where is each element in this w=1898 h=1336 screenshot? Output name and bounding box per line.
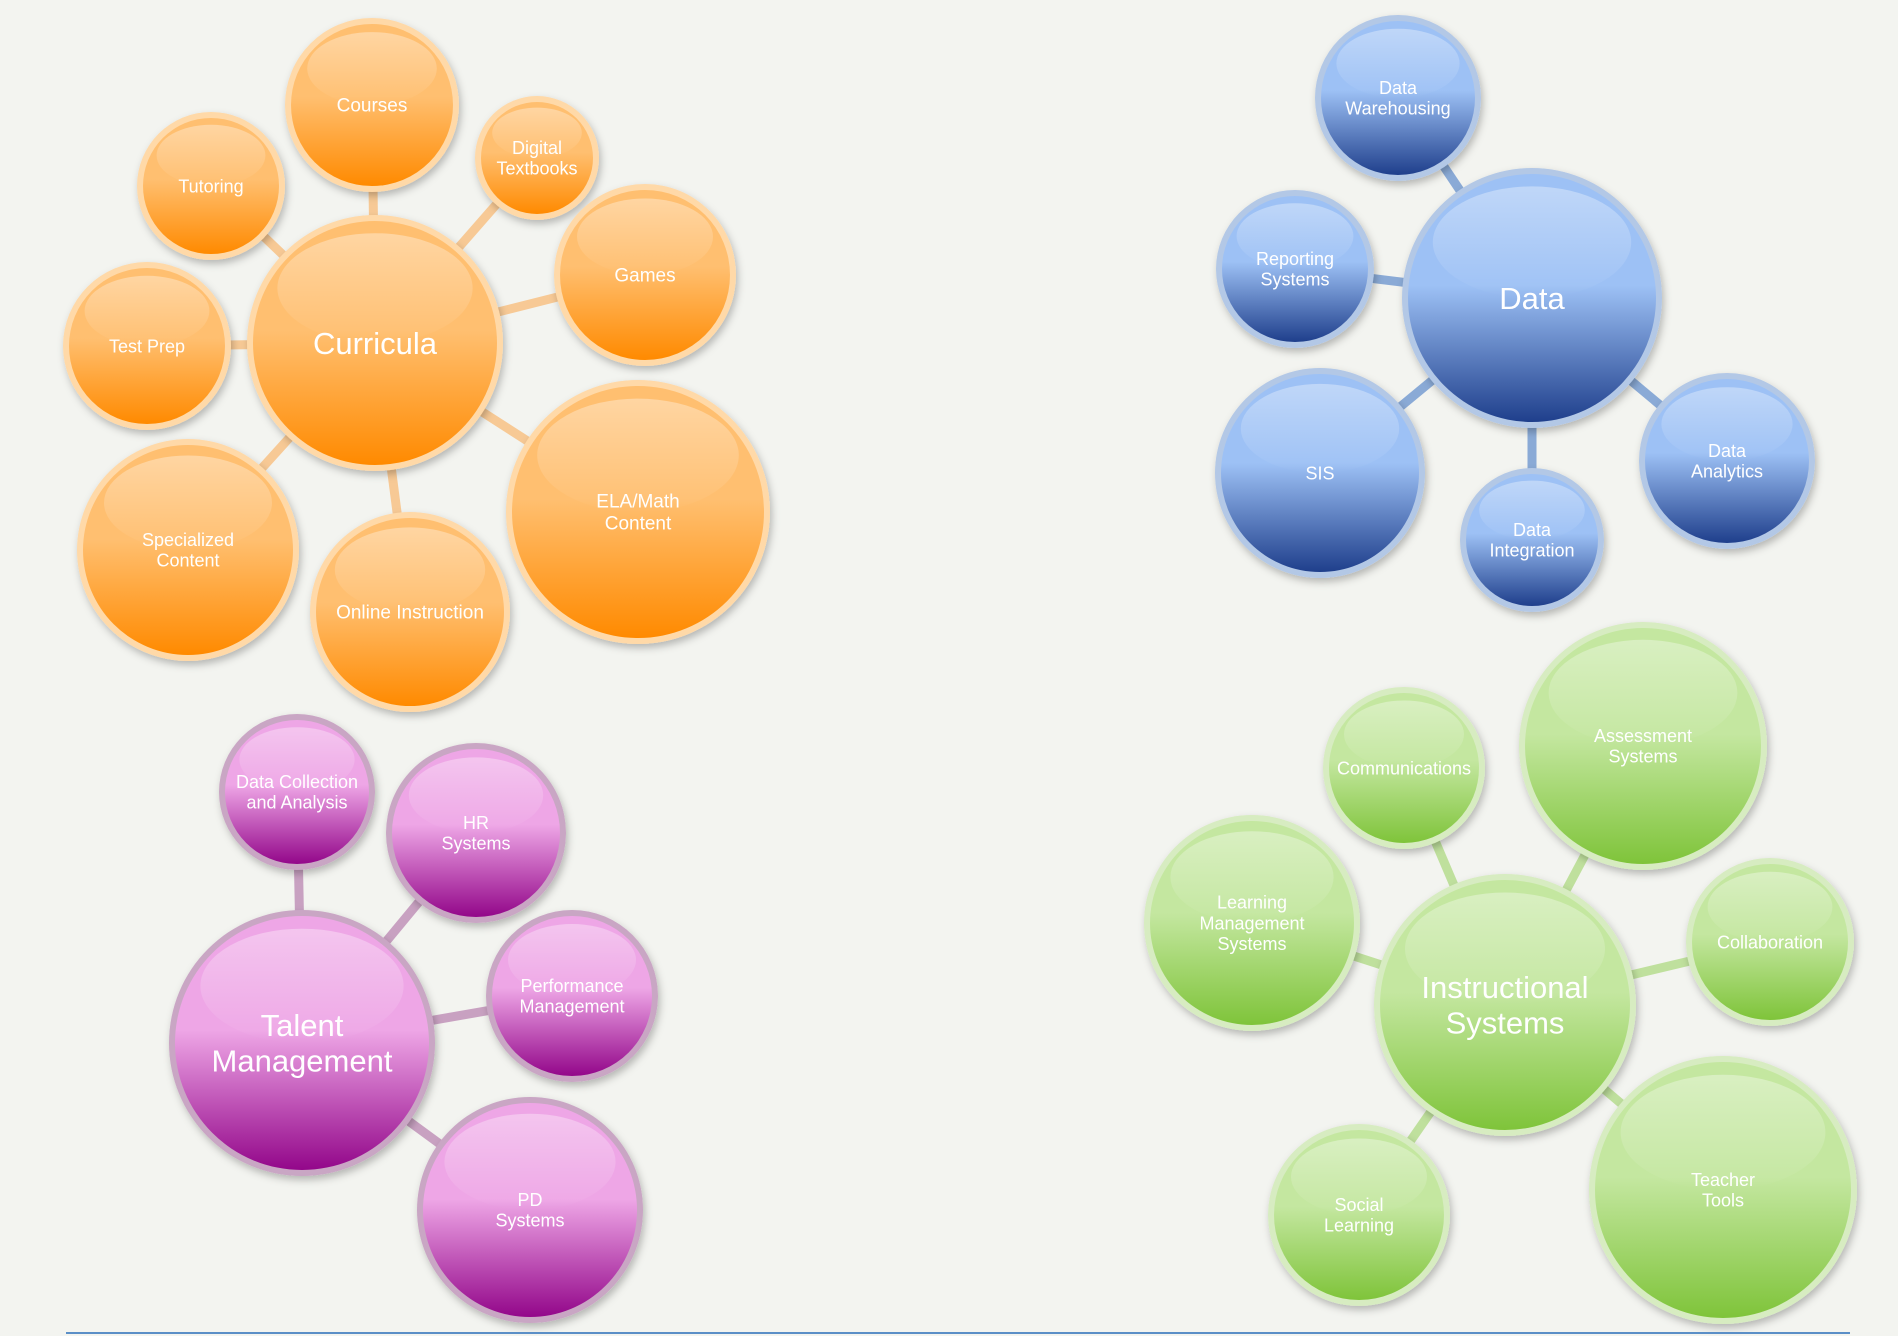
node-curricula-4-label: Online Instruction (336, 603, 484, 624)
node-curricula-6-label: Test Prep (109, 336, 185, 356)
node-curricula-6: Test Prep (63, 262, 231, 430)
node-instructional-0: Communications (1323, 687, 1485, 849)
node-curricula-0-label: Courses (337, 96, 408, 117)
node-data-2-label: SIS (1305, 463, 1334, 483)
hub-data: Data (1402, 168, 1662, 428)
node-curricula-0: Courses (285, 18, 459, 192)
node-instructional-2-label: Collaboration (1717, 932, 1823, 952)
bottom-divider (66, 1332, 1850, 1334)
node-instructional-0-label: Communications (1337, 758, 1471, 778)
node-curricula-4: Online Instruction (310, 512, 510, 712)
node-curricula-7-label: Tutoring (178, 176, 243, 196)
hub-data-label: Data (1499, 281, 1565, 316)
node-curricula-2-label: Games (614, 266, 675, 287)
hub-curricula-label: Curricula (313, 326, 438, 361)
hub-curricula: Curricula (247, 215, 503, 471)
node-data-2: SIS (1215, 368, 1425, 578)
node-curricula-2: Games (554, 184, 736, 366)
node-curricula-7: Tutoring (137, 112, 285, 260)
node-instructional-2: Collaboration (1686, 858, 1854, 1026)
